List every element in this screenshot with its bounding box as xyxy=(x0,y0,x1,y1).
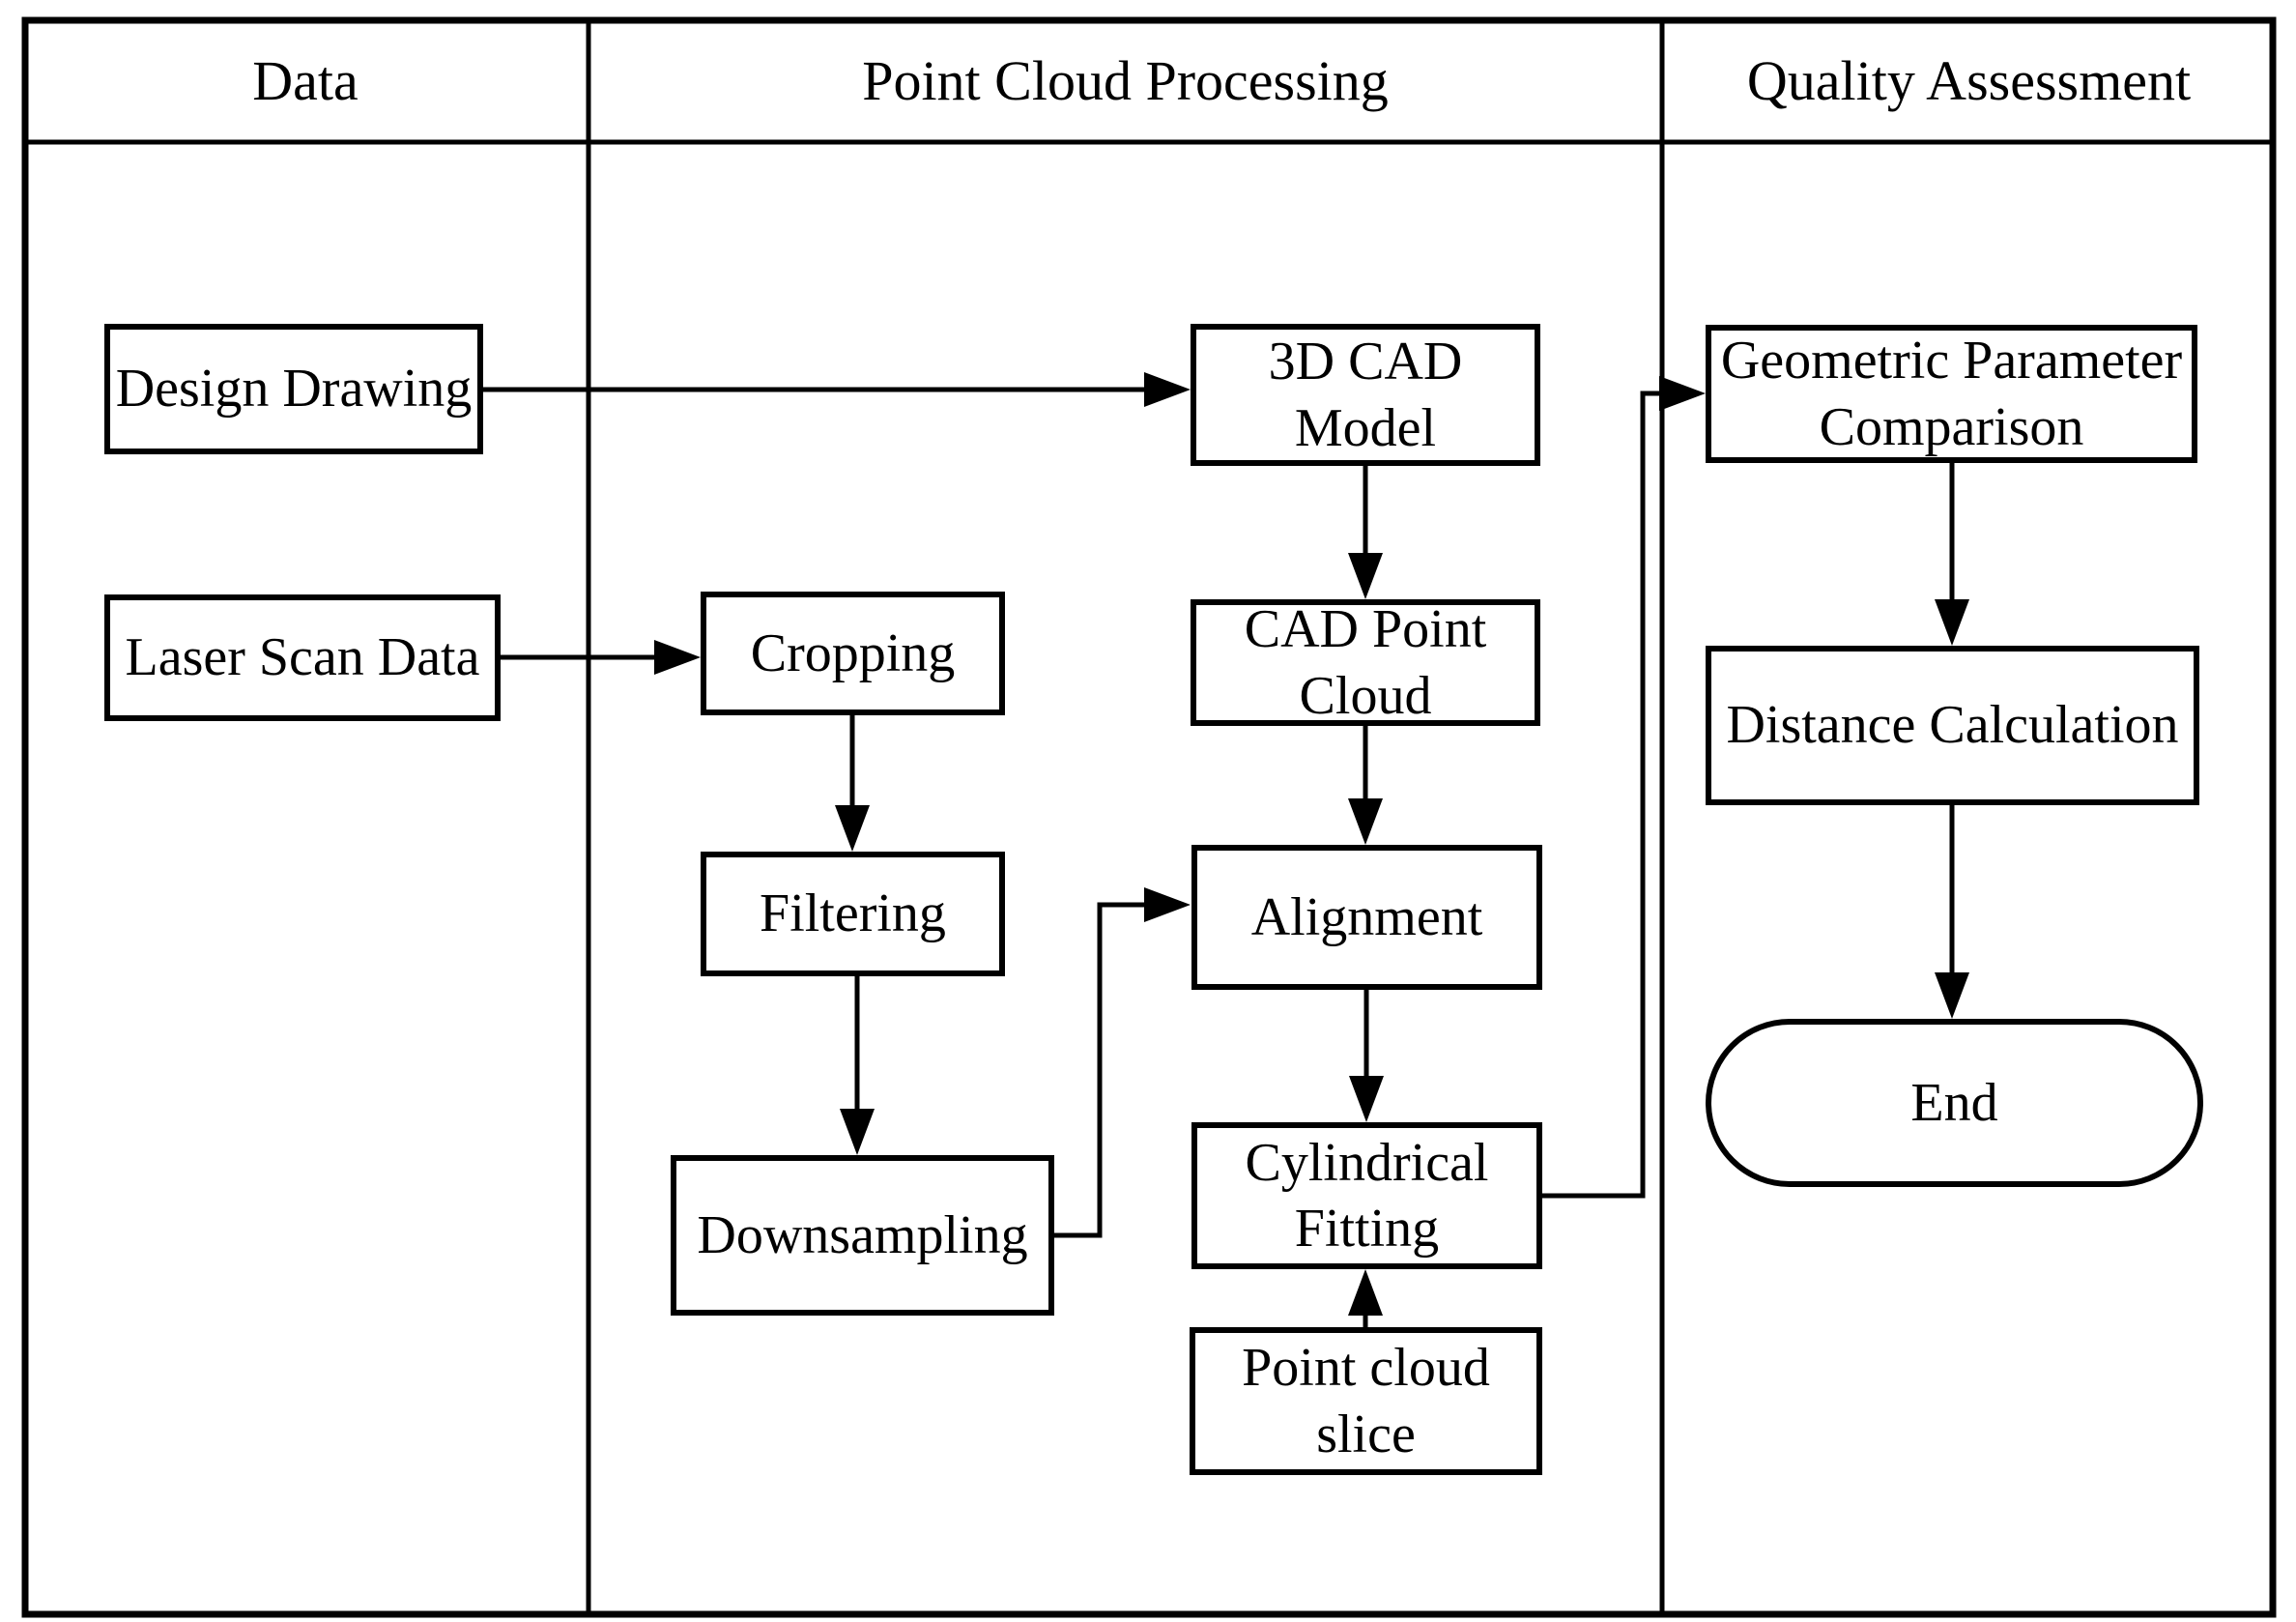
node-cad-point-cloud: CAD Point Cloud xyxy=(1191,599,1540,726)
node-filtering: Filtering xyxy=(701,852,1005,976)
node-3d-cad-model: 3D CAD Model xyxy=(1191,324,1540,466)
edge-cad-point-cloud-to-alignment xyxy=(1348,726,1383,845)
node-cylindrical-fitting: Cylindrical Fitting xyxy=(1191,1122,1542,1269)
column-header-quality-assessment: Quality Assessment xyxy=(1746,48,2192,112)
edge-laser-scan-data-to-cropping xyxy=(501,640,701,675)
node-distance-calculation: Distance Calculation xyxy=(1706,646,2199,805)
edge-downsampling-to-alignment xyxy=(1054,887,1191,1238)
node-end: End xyxy=(1706,1019,2203,1187)
node-geometric-parameter-comparison: Geometric Parameter Comparison xyxy=(1706,325,2197,463)
node-laser-scan-data: Laser Scan Data xyxy=(104,594,501,721)
edge-filtering-to-downsampling xyxy=(840,976,875,1155)
node-cropping: Cropping xyxy=(701,592,1005,715)
node-alignment: Alignment xyxy=(1191,845,1542,990)
edge-3d-cad-model-to-cad-point-cloud xyxy=(1348,466,1383,599)
column-header-point-cloud-processing: Point Cloud Processing xyxy=(862,48,1389,112)
column-header-data: Data xyxy=(252,48,359,112)
node-design-drawing: Design Drawing xyxy=(104,324,483,454)
node-downsampling: Downsampling xyxy=(671,1155,1054,1316)
edge-alignment-to-cylindrical-fitting xyxy=(1349,990,1384,1122)
edge-geometric-parameter-comparison-to-distance-calculation xyxy=(1935,463,1969,646)
outer-border xyxy=(21,16,2277,1618)
edge-design-drawing-to-3d-cad-model xyxy=(483,372,1191,407)
edge-cylindrical-fitting-to-geometric-parameter-comparison xyxy=(1542,376,1706,1199)
edge-cropping-to-filtering xyxy=(835,715,870,852)
edge-distance-calculation-to-end xyxy=(1935,805,1969,1019)
edge-point-cloud-slice-to-cylindrical-fitting xyxy=(1348,1269,1383,1327)
node-point-cloud-slice: Point cloud slice xyxy=(1190,1327,1542,1475)
